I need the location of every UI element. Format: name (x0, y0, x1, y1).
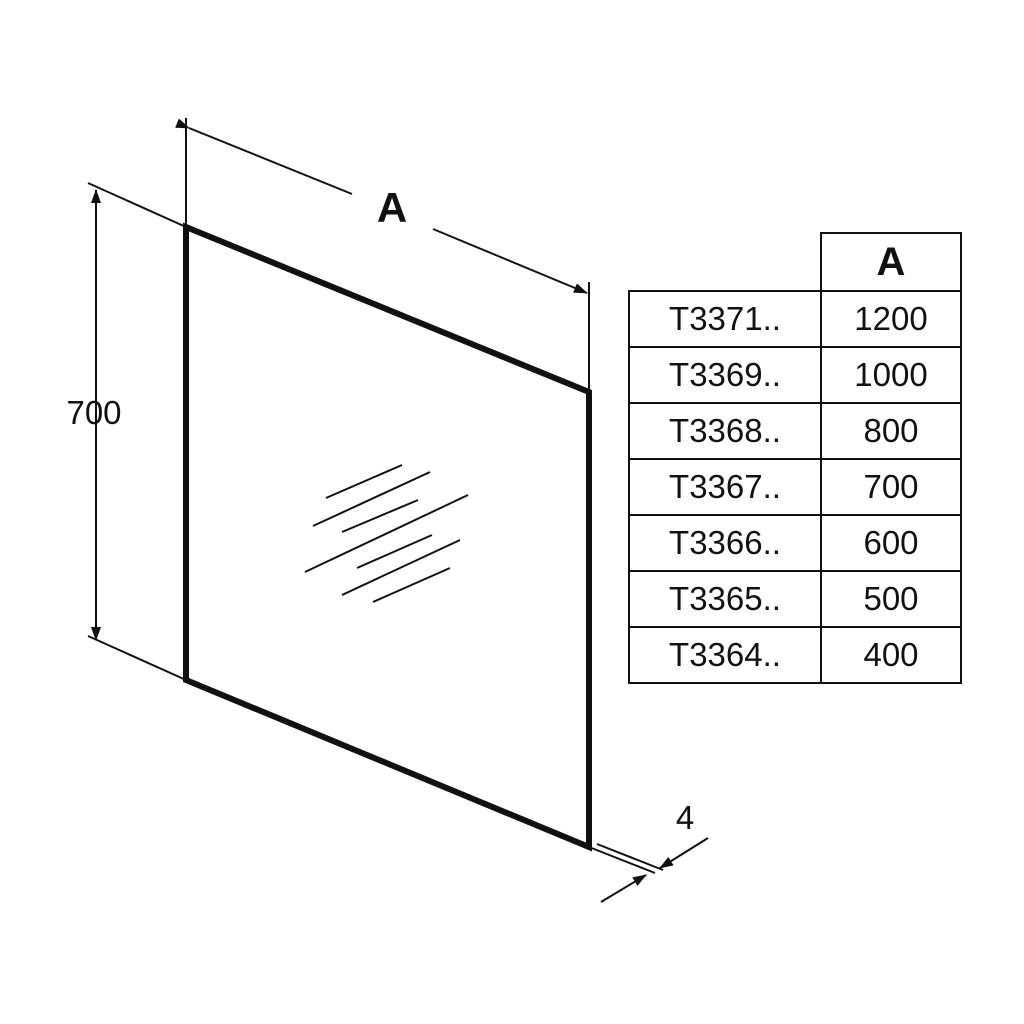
table-header-blank (629, 233, 821, 291)
width-value: 1000 (820, 346, 962, 404)
table-header-row: A (629, 232, 962, 292)
product-code: T3366.. (628, 514, 822, 572)
width-value: 1200 (820, 290, 962, 348)
product-code: T3371.. (628, 290, 822, 348)
product-code: T3369.. (628, 346, 822, 404)
table-row: T3367.. 700 (628, 458, 962, 516)
table-header-a: A (820, 232, 962, 292)
sizes-table: A T3371.. 1200 T3369.. 1000 T3368.. 800 … (628, 232, 962, 684)
reflection-lines (304, 464, 469, 603)
table-row: T3368.. 800 (628, 402, 962, 460)
width-value: 700 (820, 458, 962, 516)
table-row: T3371.. 1200 (628, 290, 962, 348)
table-row: T3365.. 500 (628, 570, 962, 628)
width-value: 500 (820, 570, 962, 628)
product-code: T3364.. (628, 626, 822, 684)
table-row: T3366.. 600 (628, 514, 962, 572)
thickness-dimension (588, 837, 709, 903)
product-code: T3368.. (628, 402, 822, 460)
product-code: T3367.. (628, 458, 822, 516)
width-value: 800 (820, 402, 962, 460)
width-dimension (175, 118, 590, 392)
mirror-panel (183, 222, 592, 852)
thickness-label: 4 (676, 799, 694, 836)
height-dimension (87, 182, 187, 681)
table-row: T3369.. 1000 (628, 346, 962, 404)
product-code: T3365.. (628, 570, 822, 628)
width-label: A (377, 184, 407, 231)
width-value: 400 (820, 626, 962, 684)
height-label: 700 (66, 394, 121, 431)
width-value: 600 (820, 514, 962, 572)
table-row: T3364.. 400 (628, 626, 962, 684)
